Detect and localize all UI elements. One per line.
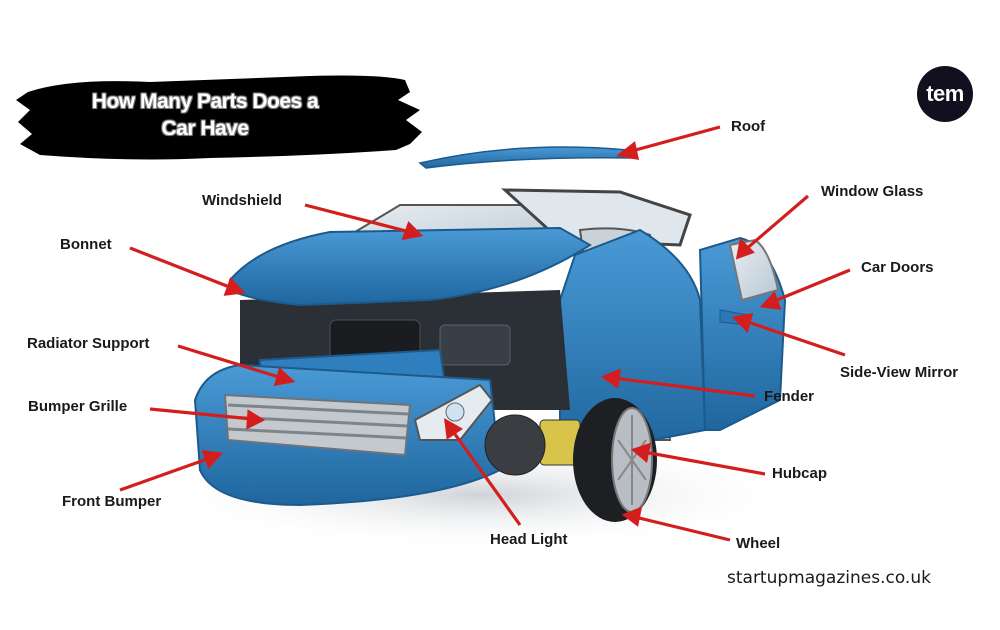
source-website: startupmagazines.co.uk bbox=[727, 568, 931, 588]
label-window-glass: Window Glass bbox=[821, 183, 924, 200]
label-side-view-mirror: Side-View Mirror bbox=[840, 364, 959, 381]
label-windshield: Windshield bbox=[202, 192, 282, 209]
label-front-bumper: Front Bumper bbox=[62, 493, 162, 510]
title-banner: How Many Parts Does a Car Have bbox=[10, 70, 430, 165]
page-title: How Many Parts Does a Car Have bbox=[10, 88, 400, 142]
label-fender: Fender bbox=[764, 388, 815, 405]
bumper-grille bbox=[223, 393, 412, 457]
label-car-doors: Car Doors bbox=[861, 259, 934, 276]
label-bumper-grille: Bumper Grille bbox=[28, 398, 128, 415]
bonnet bbox=[229, 226, 592, 307]
label-roof: Roof bbox=[731, 118, 766, 135]
wheel bbox=[573, 398, 657, 522]
label-hubcap: Hubcap bbox=[772, 465, 828, 482]
label-bonnet: Bonnet bbox=[60, 236, 112, 253]
label-radiator-support: Radiator Support bbox=[27, 335, 150, 352]
pointer-arrows bbox=[119, 125, 851, 542]
label-wheel: Wheel bbox=[736, 535, 781, 552]
brand-logo: tem bbox=[917, 66, 973, 122]
label-head-light: Head Light bbox=[490, 531, 568, 548]
title-line-2: Car Have bbox=[161, 117, 249, 140]
roof-panel bbox=[418, 146, 637, 169]
brush-stroke-background bbox=[16, 75, 422, 160]
title-line-1: How Many Parts Does a bbox=[91, 90, 319, 113]
